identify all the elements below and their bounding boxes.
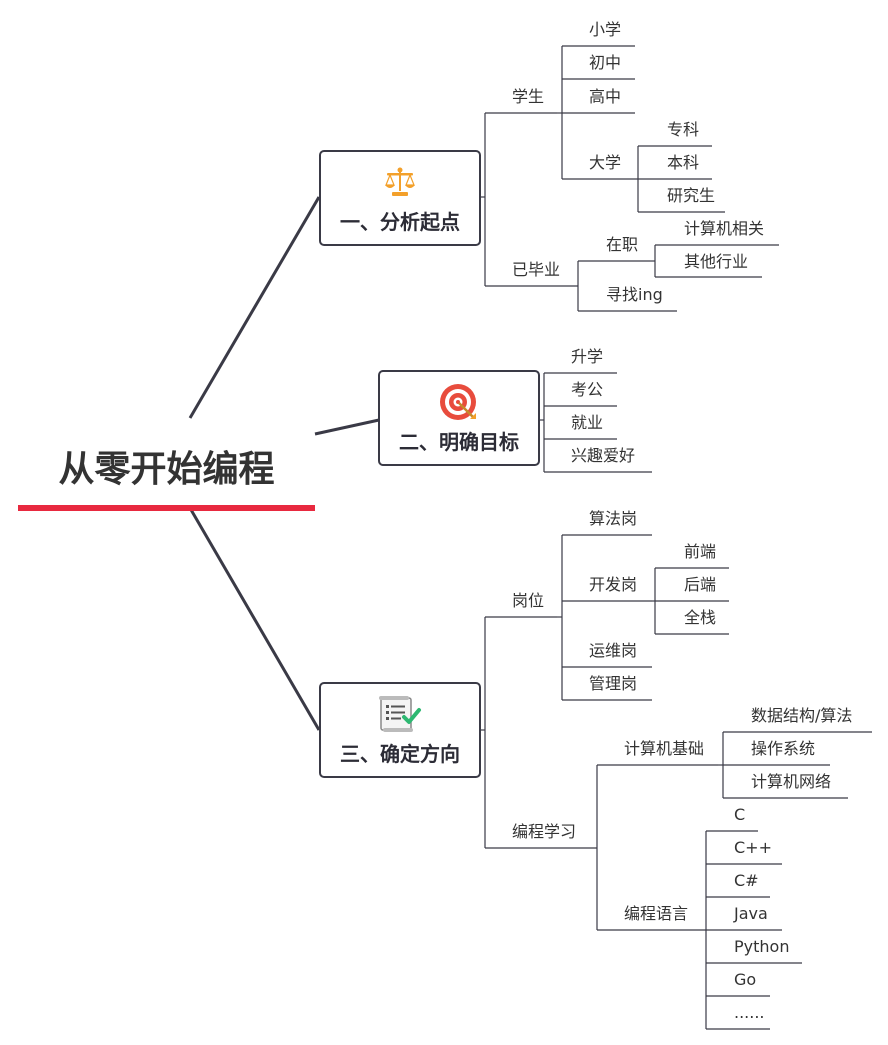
topic-define-goal[interactable]: 二、明确目标 [378,370,540,466]
node-qitahangye[interactable]: 其他行业 [684,252,749,271]
node-yunweigang[interactable]: 运维岗 [589,641,638,660]
node-lang-java[interactable]: Java [734,904,768,923]
node-qianduan[interactable]: 前端 [684,542,717,561]
node-gangwei[interactable]: 岗位 [512,591,545,610]
node-xiaoxue[interactable]: 小学 [589,20,622,39]
topic-label: 二、明确目标 [399,429,519,454]
node-kaogong[interactable]: 考公 [571,380,604,399]
node-lang-csharp[interactable]: C# [734,871,759,890]
node-zaizhi[interactable]: 在职 [606,235,639,254]
topic-decide-direction[interactable]: 三、确定方向 [319,682,481,778]
node-jiuye[interactable]: 就业 [571,413,604,432]
node-guanligang[interactable]: 管理岗 [589,674,638,693]
node-shujujiegou[interactable]: 数据结构/算法 [751,706,853,725]
node-caozuoxitong[interactable]: 操作系统 [751,739,816,758]
node-lang-python[interactable]: Python [734,937,790,956]
node-kaifagang[interactable]: 开发岗 [589,575,638,594]
node-xuesheng[interactable]: 学生 [512,87,545,106]
node-lang-c[interactable]: C [734,805,746,824]
node-jisuanjiwangluo[interactable]: 计算机网络 [751,772,832,791]
node-daxue[interactable]: 大学 [589,153,622,172]
node-zhuanke[interactable]: 专科 [667,120,700,139]
node-houduan[interactable]: 后端 [684,575,717,594]
root-underline [18,505,315,511]
node-xingqu[interactable]: 兴趣爱好 [571,446,636,465]
node-lang-cpp[interactable]: C++ [734,838,772,857]
node-suanfagang[interactable]: 算法岗 [589,509,638,528]
node-shengxue[interactable]: 升学 [571,347,604,366]
node-xunzhao[interactable]: 寻找ing [606,285,663,304]
node-chuzhong[interactable]: 初中 [589,53,622,72]
topic-label: 三、确定方向 [340,741,460,766]
node-lang-more[interactable]: ...... [734,1003,765,1022]
topic-label: 一、分析起点 [340,209,460,234]
node-bianchengxuexi[interactable]: 编程学习 [512,822,577,841]
balance-scale-icon [383,162,417,202]
node-yibiye[interactable]: 已毕业 [512,260,561,279]
node-quanzhan[interactable]: 全栈 [684,608,717,627]
topic-analyze-start[interactable]: 一、分析起点 [319,150,481,246]
node-benke[interactable]: 本科 [667,153,700,172]
node-lang-go[interactable]: Go [734,970,757,989]
target-icon [438,382,480,422]
node-jisuanjixiangguan[interactable]: 计算机相关 [684,219,765,238]
node-bianchengyuyan[interactable]: 编程语言 [624,904,689,923]
node-yanjiusheng[interactable]: 研究生 [667,186,716,205]
root-title: 从零开始编程 [58,449,275,490]
checklist-icon [377,694,423,734]
node-gaozhong[interactable]: 高中 [589,87,622,106]
node-jisuanjijichu[interactable]: 计算机基础 [624,739,705,758]
